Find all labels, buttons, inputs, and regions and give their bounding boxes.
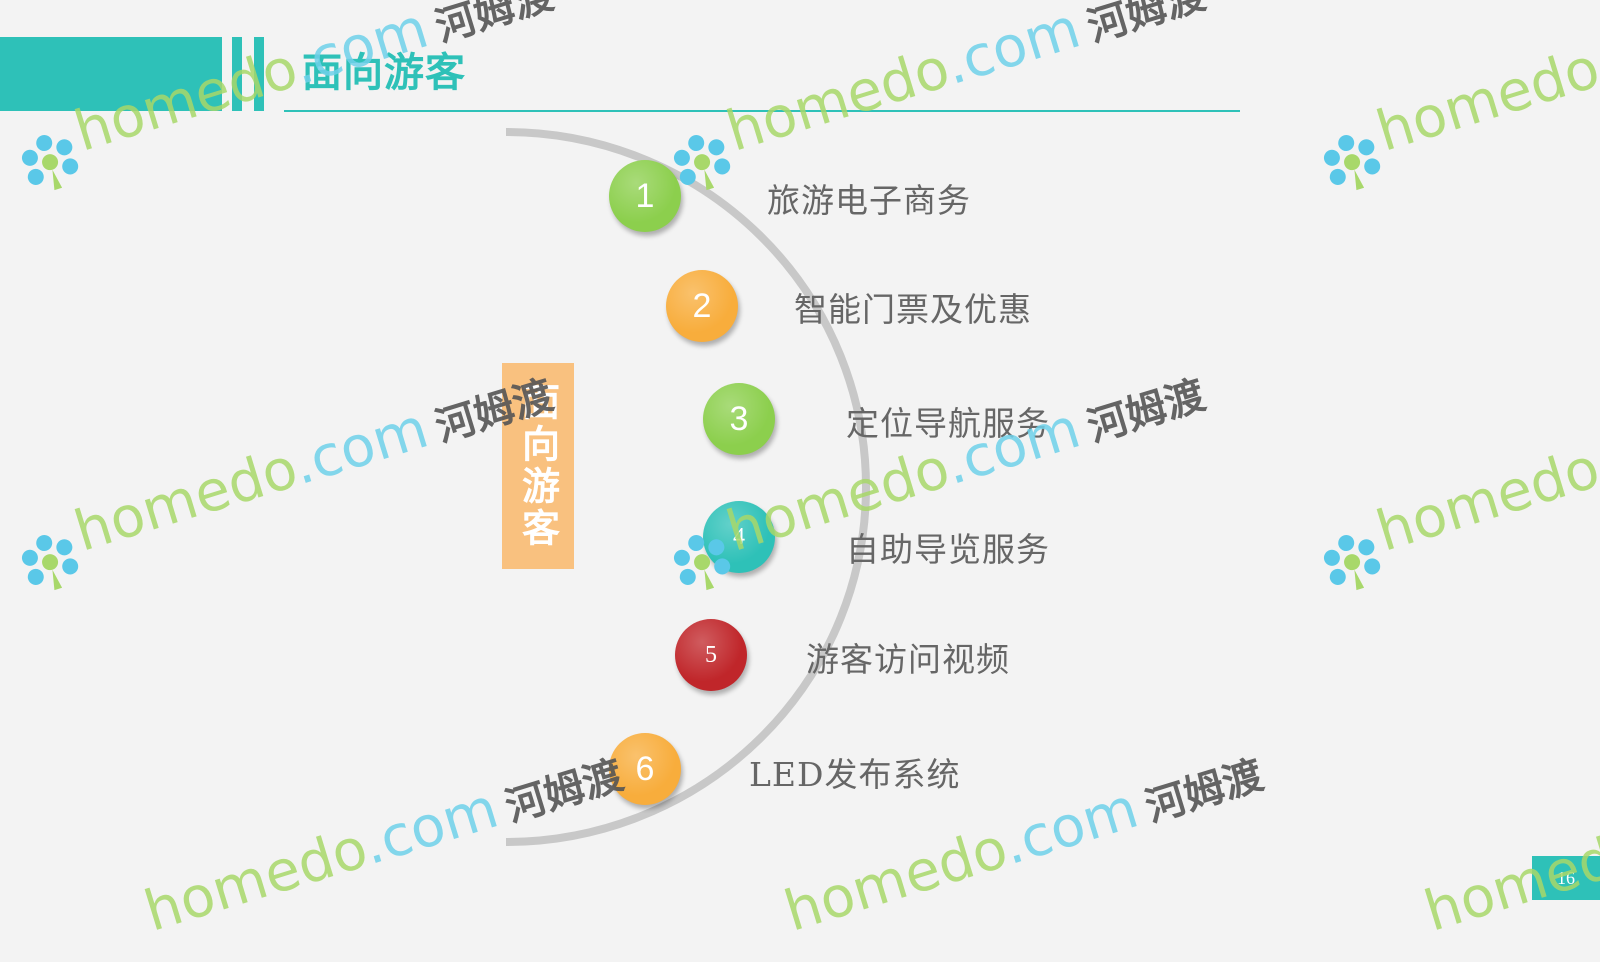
step-1-circle: 1 <box>609 160 681 232</box>
step-1-label: 旅游电子商务 <box>767 181 971 220</box>
step-6-circle: 6 <box>609 733 681 805</box>
step-3-circle: 3 <box>703 383 775 455</box>
step-4-label: 自助导览服务 <box>846 530 1050 569</box>
header-band <box>0 37 222 111</box>
header-bar-right <box>254 37 264 111</box>
step-2-circle: 2 <box>666 270 738 342</box>
side-label-box: 面向游客 <box>502 363 574 569</box>
step-6-label: LED发布系统 <box>749 755 961 794</box>
timeline-arc <box>505 128 870 846</box>
step-4-circle: 4 <box>703 501 775 573</box>
step-5-circle: 5 <box>675 619 747 691</box>
step-3-label: 定位导航服务 <box>846 404 1050 443</box>
step-2-label: 智能门票及优惠 <box>794 290 1032 329</box>
arc-path <box>505 128 870 846</box>
header-bar-left <box>232 37 242 111</box>
page-title: 面向游客 <box>302 50 466 96</box>
header-underline <box>284 110 1240 112</box>
step-5-label: 游客访问视频 <box>806 640 1010 679</box>
page-number: 16 <box>1532 856 1600 900</box>
